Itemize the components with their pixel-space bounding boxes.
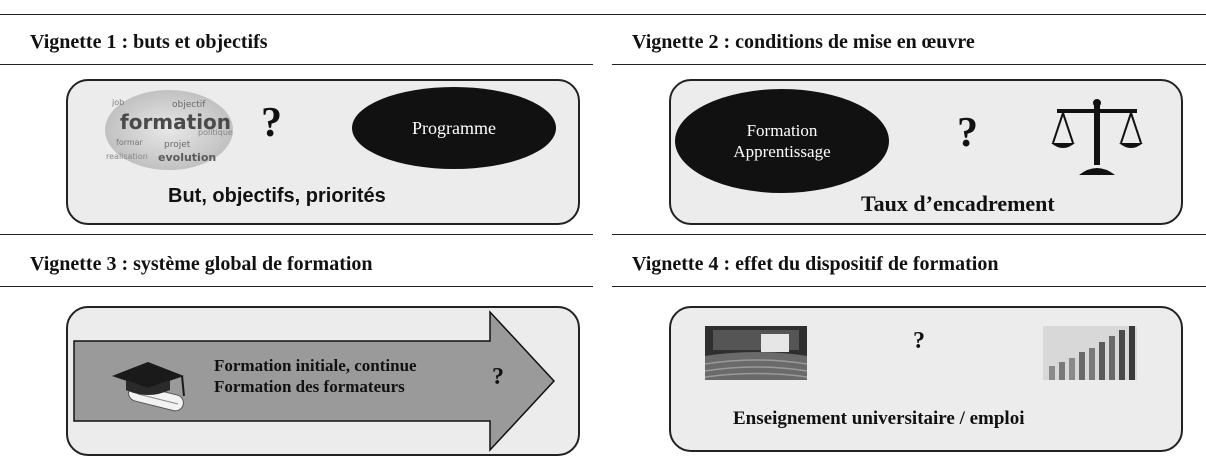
- svg-text:job: job: [111, 98, 124, 107]
- formation-initiale-line: Formation initiale, continue: [214, 356, 417, 375]
- vignette-4-panel: ? Enseignement universitaire / emploi: [669, 306, 1183, 452]
- vignette-2-panel: Formation Apprentissage ? Taux d’encadre…: [669, 79, 1183, 225]
- vignette-2-title: Vignette 2 : conditions de mise en œuvre: [632, 31, 975, 53]
- vignette-1-title: Vignette 1 : buts et objectifs: [30, 31, 268, 53]
- vignette-4-caption: Enseignement universitaire / emploi: [733, 408, 1025, 429]
- arrow-shape: [68, 308, 582, 458]
- top-rule: [0, 14, 1206, 15]
- word-cloud-image: job objectif formation formar projet evo…: [102, 89, 236, 171]
- vignette-4-question-mark: ?: [913, 328, 925, 354]
- lecture-hall-image: [704, 326, 808, 380]
- vignette-1-panel: job objectif formation formar projet evo…: [66, 79, 580, 225]
- vignette-2-question-mark: ?: [957, 110, 978, 156]
- middle-rule-right: [612, 234, 1206, 235]
- bar-chart-image: [1043, 326, 1137, 380]
- vignette-3-text: Formation initiale, continue Formation d…: [214, 355, 417, 397]
- svg-text:formar: formar: [116, 138, 144, 147]
- section-rule-left: [0, 286, 593, 287]
- header-rule-left: [0, 64, 593, 65]
- ellipse-line-formation: Formation: [746, 121, 818, 140]
- svg-text:evolution: evolution: [158, 151, 216, 164]
- middle-rule-left: [0, 234, 593, 235]
- programme-label: Programme: [412, 117, 496, 138]
- vignette-1-question-mark: ?: [261, 100, 282, 146]
- svg-text:objectif: objectif: [172, 100, 206, 110]
- svg-text:projet: projet: [164, 140, 191, 150]
- vignette-4-title: Vignette 4 : effet du dispositif de form…: [632, 253, 999, 275]
- programme-ellipse: Programme: [352, 87, 556, 169]
- ellipse-line-apprentissage: Apprentissage: [733, 142, 831, 161]
- formation-formateurs-line: Formation des formateurs: [214, 377, 405, 396]
- header-rule-right: [612, 64, 1206, 65]
- vignette-1-caption: But, objectifs, priorités: [168, 185, 386, 207]
- svg-text:politique: politique: [198, 128, 233, 137]
- svg-text:formation: formation: [120, 110, 231, 134]
- vignette-3-title: Vignette 3 : système global de formation: [30, 253, 373, 275]
- vignette-2-caption: Taux d’encadrement: [861, 191, 1055, 216]
- vignette-3-question-mark: ?: [492, 364, 504, 390]
- svg-text:realisation: realisation: [106, 152, 148, 161]
- graduation-cap-diploma-icon: [98, 354, 198, 416]
- balance-scale-icon: [1049, 97, 1145, 177]
- vignette-3-panel: Formation initiale, continue Formation d…: [66, 306, 580, 456]
- formation-apprentissage-ellipse: Formation Apprentissage: [675, 89, 889, 193]
- section-rule-right: [612, 286, 1206, 287]
